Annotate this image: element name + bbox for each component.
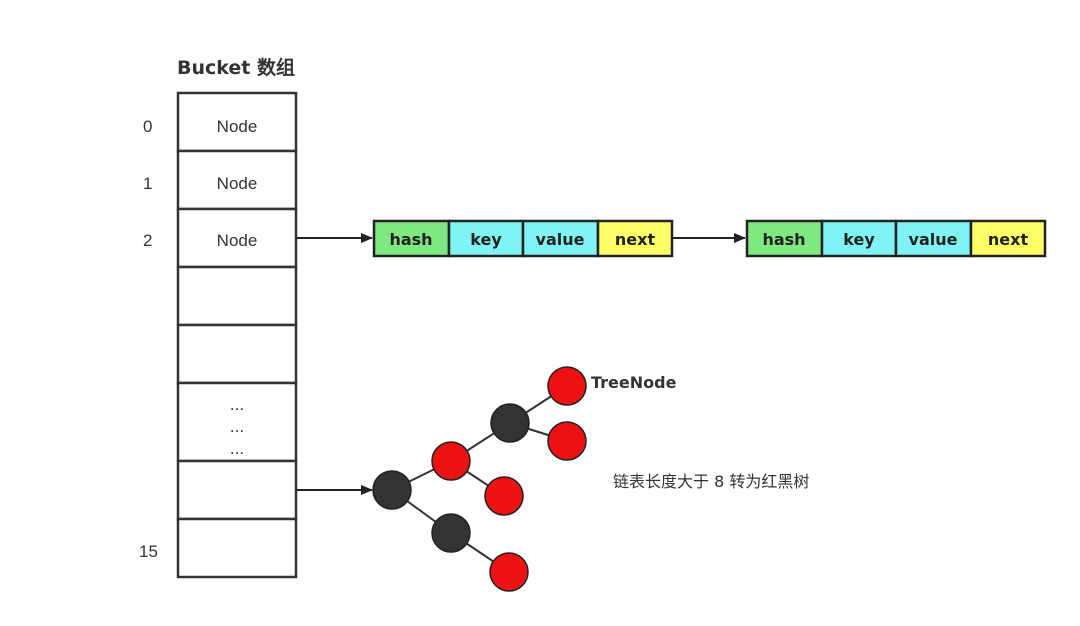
node1-next-field bbox=[596, 219, 674, 258]
bucket-array bbox=[176, 91, 298, 579]
tree-node-black-3 bbox=[431, 513, 471, 553]
index-label-0: 0 bbox=[143, 117, 152, 136]
node2-value-label: value bbox=[909, 230, 958, 249]
node2-next-label: next bbox=[988, 230, 1029, 249]
bucket-cell-tree bbox=[176, 459, 298, 521]
bucket-cell-4 bbox=[176, 323, 298, 385]
bucket-cell-2-label: Node bbox=[217, 231, 258, 250]
ellipsis-line-2: ... bbox=[230, 417, 244, 436]
node2-key-label: key bbox=[843, 230, 875, 249]
bucket-cell-0-label: Node bbox=[217, 117, 258, 136]
tree-node-red-leaf-1 bbox=[547, 366, 587, 406]
tree-node-root-black bbox=[372, 470, 412, 510]
index-label-15: 15 bbox=[139, 542, 158, 561]
tree-node-red-leaf-2 bbox=[547, 421, 587, 461]
treenode-label: TreeNode bbox=[591, 373, 677, 392]
linked-node-1: hash key value next bbox=[372, 219, 674, 258]
node1-key-label: key bbox=[470, 230, 502, 249]
treeify-note: 链表长度大于 8 转为红黑树 bbox=[613, 472, 809, 491]
bucket-cell-0 bbox=[176, 91, 298, 153]
tree-edges bbox=[391, 385, 568, 573]
node1-hash-label: hash bbox=[389, 230, 432, 249]
node2-next-field bbox=[969, 219, 1047, 258]
bucket-array-title: Bucket 数组 bbox=[177, 56, 295, 79]
linked-node-2: hash key value next bbox=[745, 219, 1047, 258]
bucket-cell-1 bbox=[176, 149, 298, 211]
bucket-cell-ellipsis bbox=[176, 381, 298, 463]
tree-node-black-2 bbox=[490, 403, 530, 443]
node2-value-field bbox=[894, 219, 973, 258]
bucket-cell-15 bbox=[176, 517, 298, 579]
tree-node-red-1 bbox=[431, 441, 471, 481]
node2-hash-label: hash bbox=[762, 230, 805, 249]
node1-value-label: value bbox=[536, 230, 585, 249]
bucket-cell-3 bbox=[176, 265, 298, 327]
tree-node-red-leaf-4 bbox=[489, 552, 529, 592]
index-label-1: 1 bbox=[143, 174, 152, 193]
tree-node-red-leaf-3 bbox=[484, 476, 524, 516]
node2-hash-field bbox=[745, 219, 824, 258]
bucket-cell-1-label: Node bbox=[217, 174, 258, 193]
red-black-tree bbox=[372, 366, 587, 592]
index-label-2: 2 bbox=[143, 231, 152, 250]
ellipsis-line-1: ... bbox=[230, 395, 244, 414]
ellipsis-line-3: ... bbox=[230, 439, 244, 458]
node1-next-label: next bbox=[615, 230, 656, 249]
